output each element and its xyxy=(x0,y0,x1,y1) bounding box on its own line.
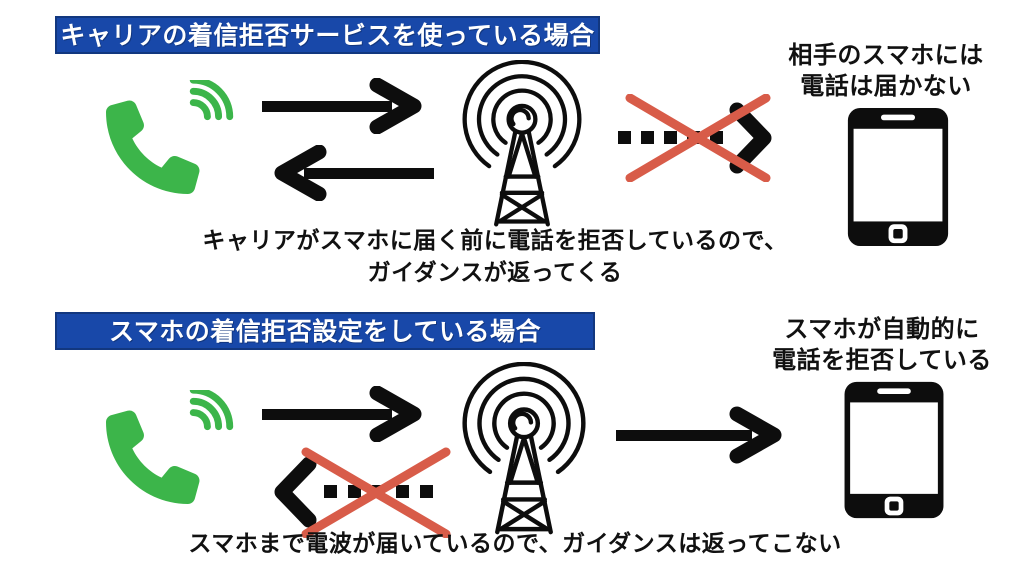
call-waves-icon xyxy=(189,390,234,431)
solid-arrow-right-icon xyxy=(262,78,422,134)
red-cross-icon xyxy=(301,447,451,538)
green-phone-call-icon xyxy=(106,80,234,194)
carrier-device-note: 相手のスマホには 電話は届かない xyxy=(762,40,1010,102)
caption-line: ガイダンスが返ってくる xyxy=(367,259,623,286)
call-waves-icon xyxy=(189,80,234,121)
note-line: 電話を拒否している xyxy=(772,347,992,375)
smartphone-device-note: スマホが自動的に 電話を拒否している xyxy=(756,314,1008,376)
note-line: 電話は届かない xyxy=(800,73,972,101)
solid-arrow-left-icon xyxy=(274,145,434,201)
caption-line: キャリアがスマホに届く前に電話を拒否しているので、 xyxy=(202,227,788,253)
red-cross-icon xyxy=(625,94,771,182)
solid-arrow-right-icon xyxy=(262,386,422,442)
note-line: スマホが自動的に xyxy=(784,316,980,343)
green-phone-call-icon xyxy=(106,390,234,504)
solid-arrow-right-icon xyxy=(616,406,782,464)
smartphone-icon xyxy=(847,107,949,247)
note-line: 相手のスマホには xyxy=(788,42,984,69)
dashed-arrow-right-blocked-icon xyxy=(618,94,772,182)
caption-line: スマホまで電波が届いているので、ガイダンスは返ってこない xyxy=(188,530,842,556)
dashed-arrow-left-blocked-icon xyxy=(274,447,451,538)
carrier-section-title: キャリアの着信拒否サービスを使っている場合 xyxy=(55,16,600,54)
radio-tower-icon xyxy=(462,362,586,535)
radio-tower-icon xyxy=(462,60,582,227)
smartphone-icon xyxy=(844,381,944,519)
smartphone-section-title: スマホの着信拒否設定をしている場合 xyxy=(55,312,595,350)
carrier-caption: キャリアがスマホに届く前に電話を拒否しているので、 ガイダンスが返ってくる xyxy=(80,224,910,288)
smartphone-caption: スマホまで電波が届いているので、ガイダンスは返ってこない xyxy=(60,527,970,559)
